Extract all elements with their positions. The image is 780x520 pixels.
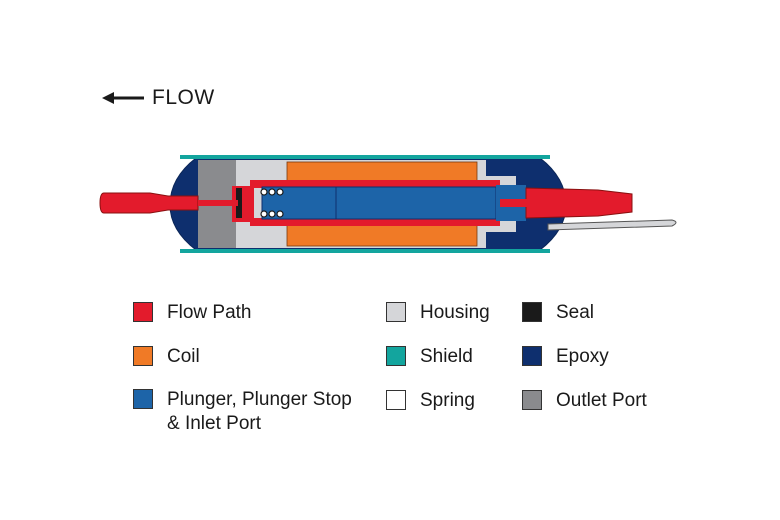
swatch-housing (386, 302, 406, 322)
legend-label: Epoxy (556, 346, 609, 367)
plunger-stop (335, 186, 497, 220)
inlet-channel (500, 199, 530, 207)
swatch-outlet-port (522, 390, 542, 410)
shield-bottom (180, 249, 550, 253)
seal (236, 188, 242, 218)
legend-spring: Spring (386, 389, 475, 413)
legend-outlet-port: Outlet Port (522, 389, 647, 413)
legend-label: Coil (167, 346, 200, 367)
swatch-spring (386, 390, 406, 410)
spring (260, 188, 284, 218)
legend-label: Seal (556, 302, 595, 323)
legend-flow-path: Flow Path (133, 301, 251, 325)
wire-lead (547, 219, 677, 231)
swatch-plunger (133, 389, 153, 409)
legend-label: Flow Path (167, 302, 252, 323)
outlet-nozzle (99, 192, 199, 214)
shield-top (180, 155, 550, 159)
inlet-nozzle (525, 187, 633, 219)
legend-shield: Shield (386, 345, 473, 369)
legend-epoxy: Epoxy (522, 345, 609, 369)
swatch-flow-path (133, 302, 153, 322)
outlet-channel (198, 200, 238, 206)
legend-label: Spring (420, 390, 475, 411)
swatch-seal (522, 302, 542, 322)
swatch-shield (386, 346, 406, 366)
flow-cavity-lower (250, 218, 500, 226)
flow-cavity-upper (250, 180, 500, 188)
legend-coil: Coil (133, 345, 200, 369)
swatch-epoxy (522, 346, 542, 366)
legend-plunger: Plunger, Plunger Stop & Inlet Port (133, 388, 352, 436)
coil-bottom (286, 223, 478, 247)
legend-label: Plunger, Plunger Stop & Inlet Port (167, 389, 352, 434)
legend-housing: Housing (386, 301, 490, 325)
flow-label: FLOW (152, 86, 215, 109)
valve-cross-section (99, 155, 677, 253)
legend-label: Outlet Port (556, 390, 647, 411)
flow-arrow-icon (102, 92, 144, 104)
legend-label: Shield (420, 346, 473, 367)
legend-label: Housing (420, 302, 490, 323)
swatch-coil (133, 346, 153, 366)
legend-seal: Seal (522, 301, 594, 325)
